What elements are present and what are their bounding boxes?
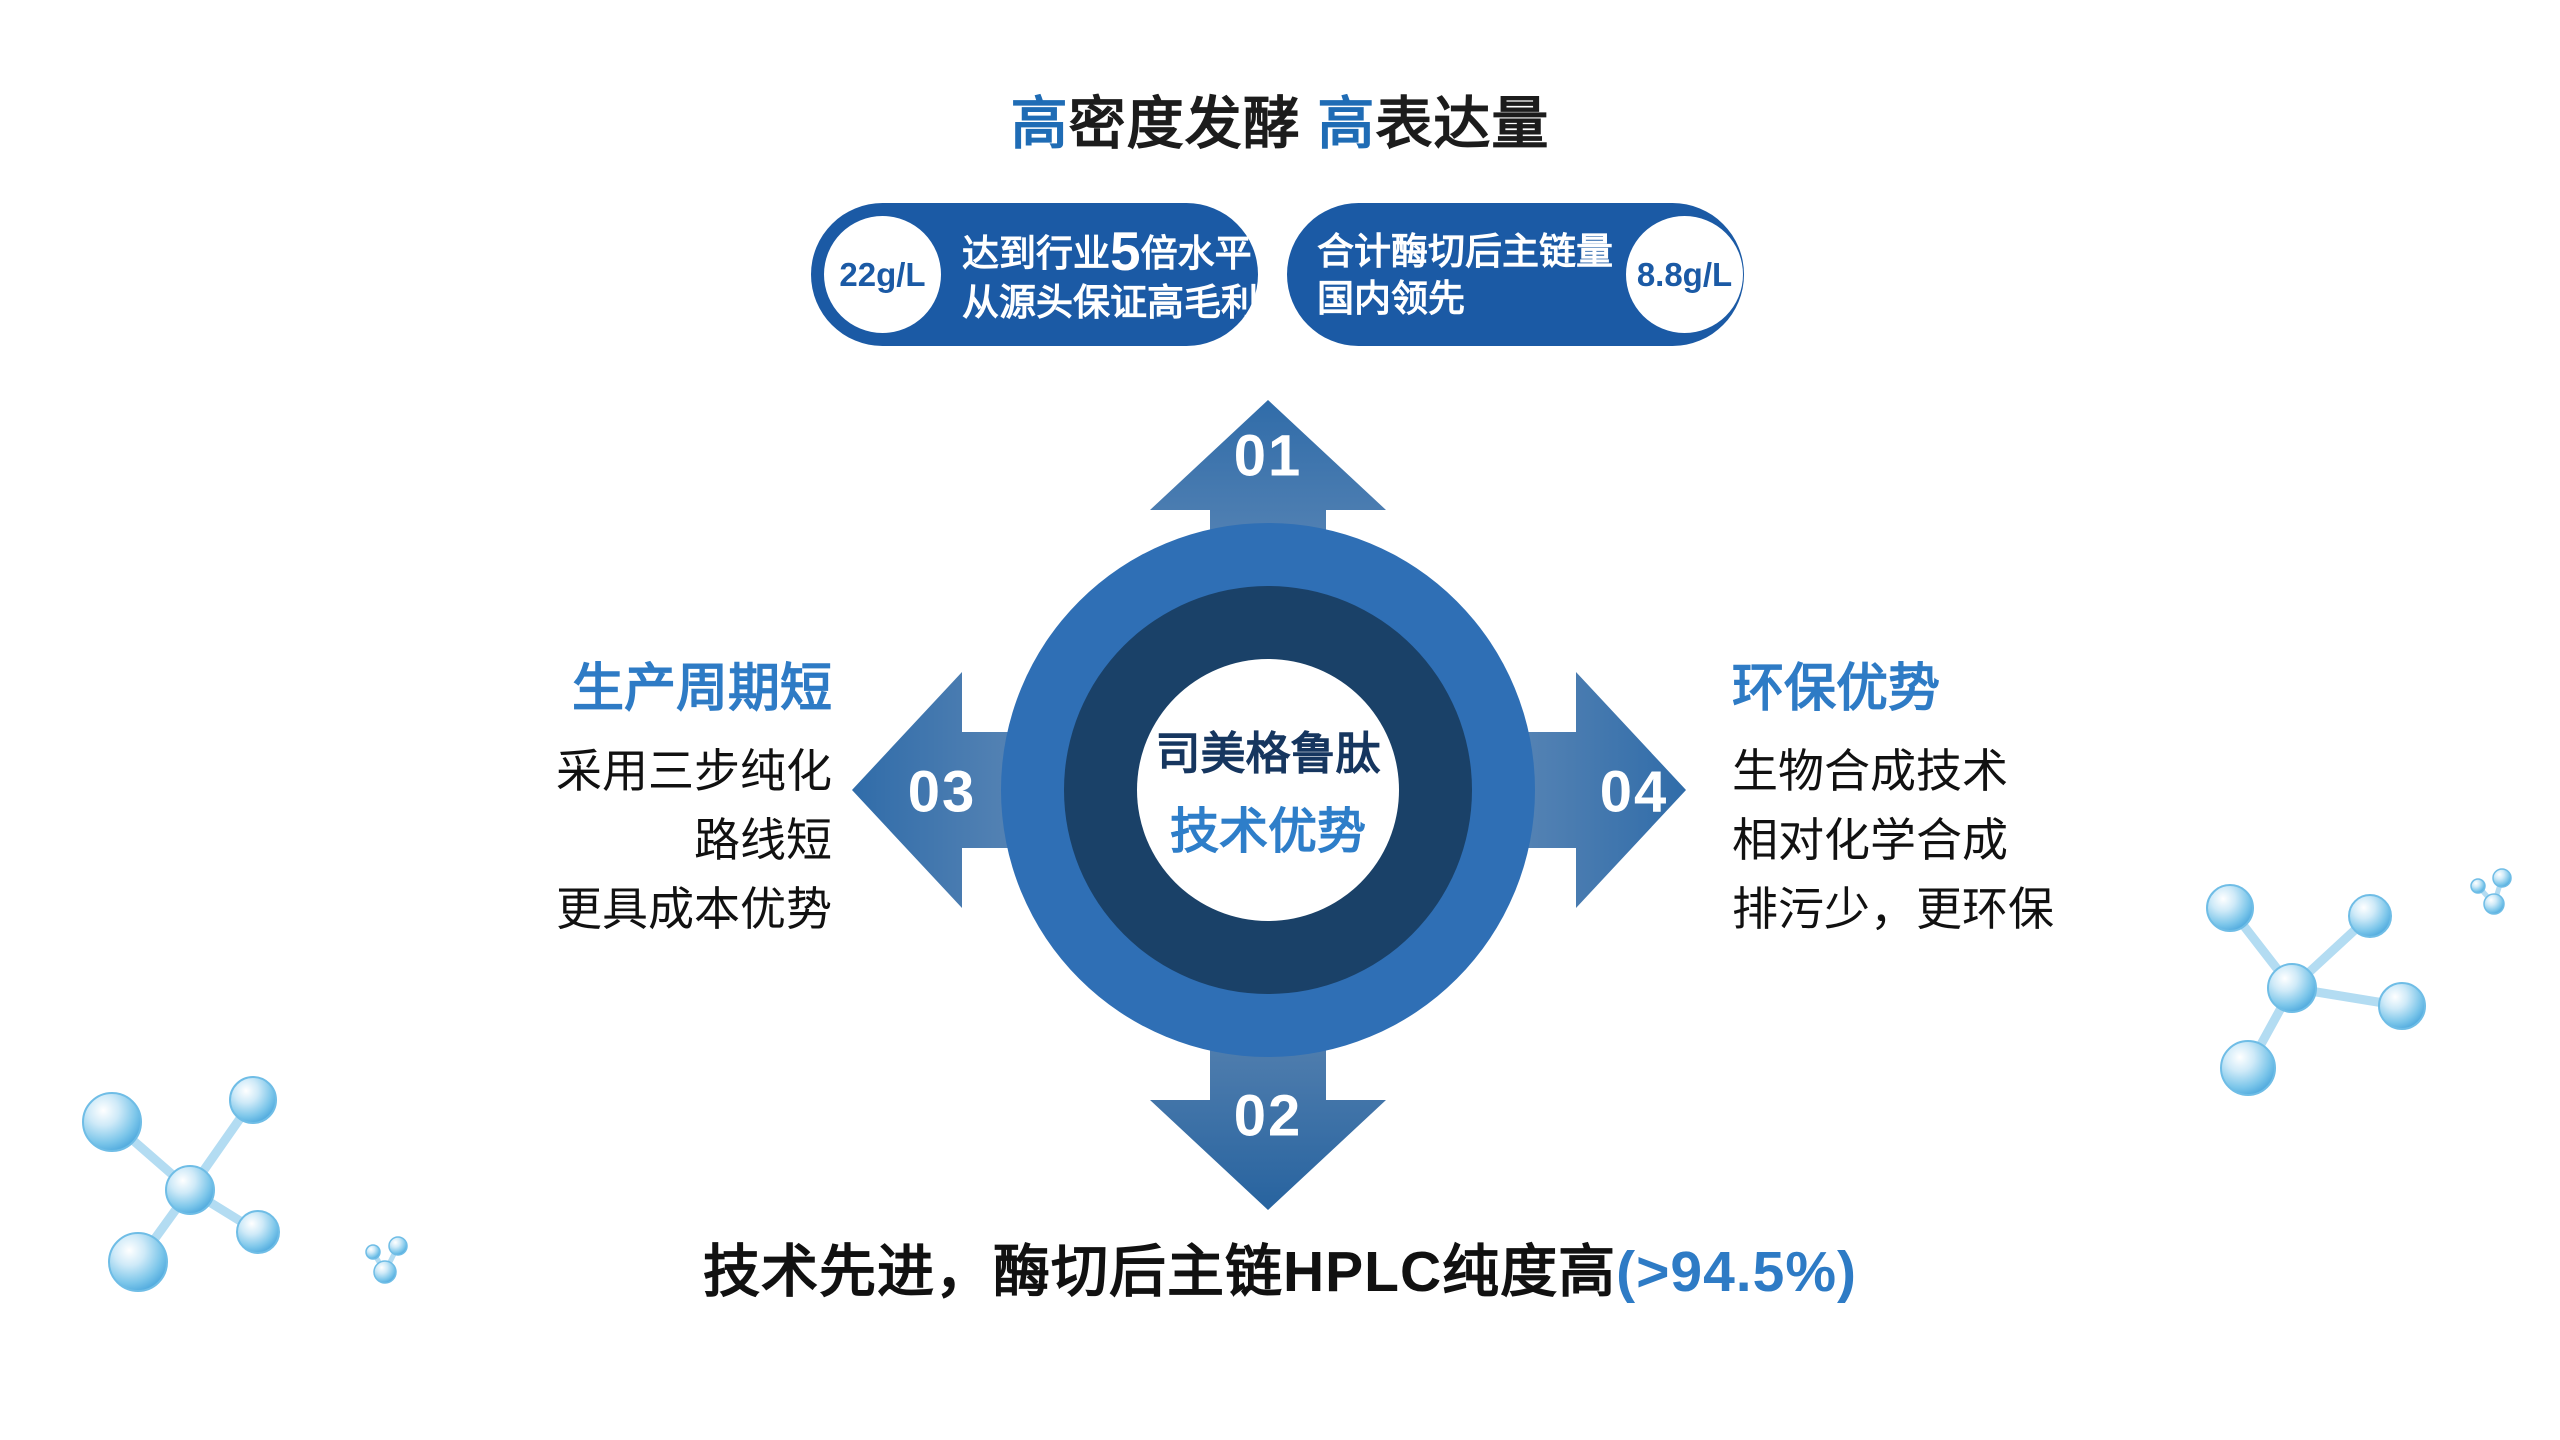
badge-line: 国内领先 bbox=[1317, 277, 1465, 319]
badge-value: 22g/L bbox=[839, 255, 926, 293]
benefit-line: 相对化学合成 bbox=[1732, 814, 2008, 866]
page-title: 高密度发酵 高表达量 bbox=[0, 78, 2560, 160]
center-label: 司美格鲁肽 技术优势 bbox=[1155, 717, 1380, 863]
badge-text: 达到行业5倍水平 从源头保证高毛利 bbox=[962, 223, 1258, 326]
title-segment: 表达量 bbox=[1375, 92, 1550, 156]
benefit-line: 排污少，更环保 bbox=[1732, 883, 2054, 935]
badge-fermentation-yield: 22g/L 达到行业5倍水平 从源头保证高毛利 bbox=[811, 203, 1258, 346]
center-diagram bbox=[852, 400, 1686, 1210]
arrow-number-02: 02 bbox=[1233, 1083, 1303, 1149]
benefit-block-production-cycle: 生产周期短 采用三步纯化 路线短 更具成本优势 bbox=[556, 646, 832, 944]
title-segment-highlight: 高 bbox=[1317, 92, 1376, 156]
benefit-line: 采用三步纯化 bbox=[556, 745, 832, 797]
benefit-heading: 环保优势 bbox=[1732, 660, 1941, 718]
badge-text: 合计酶切后主链量 国内领先 bbox=[1317, 228, 1613, 322]
center-disc bbox=[1137, 659, 1399, 921]
footer-text: 技术先进，酶切后主链HPLC纯度高 bbox=[702, 1240, 1617, 1304]
badge-value-circle: 22g/L bbox=[824, 216, 941, 333]
benefit-line: 生物合成技术 bbox=[1732, 745, 2008, 797]
footer-caption: 技术先进，酶切后主链HPLC纯度高(>94.5%) bbox=[0, 1226, 2560, 1308]
molecule-graphic-right bbox=[2225, 903, 2407, 1073]
footer-highlight: (>94.5%) bbox=[1616, 1240, 1858, 1304]
badge-main-chain-yield: 合计酶切后主链量 国内领先 8.8g/L bbox=[1287, 203, 1744, 346]
badge-line: 合计酶切后主链量 bbox=[1317, 230, 1613, 272]
arrow-number-01: 01 bbox=[1233, 423, 1303, 489]
arrow-number-04: 04 bbox=[1599, 759, 1669, 825]
badge-line: 从源头保证高毛利 bbox=[962, 281, 1258, 323]
center-product-name: 司美格鲁肽 bbox=[1155, 728, 1381, 779]
badge-value: 8.8g/L bbox=[1636, 255, 1733, 293]
badge-line-text: 倍水平 bbox=[1140, 232, 1252, 274]
arrow-number-03: 03 bbox=[907, 759, 977, 825]
title-segment-highlight: 高 bbox=[1010, 92, 1069, 156]
molecule-graphic-small-right bbox=[2475, 875, 2505, 907]
badge-line-text: 达到行业 bbox=[962, 232, 1110, 274]
badge-line: 达到行业5倍水平 bbox=[962, 223, 1258, 279]
badge-big-digit: 5 bbox=[1110, 219, 1141, 282]
title-segment: 密度发酵 bbox=[1068, 92, 1318, 156]
benefit-block-environment: 环保优势 生物合成技术 相对化学合成 排污少，更环保 bbox=[1732, 646, 2054, 944]
center-subtitle: 技术优势 bbox=[1169, 805, 1367, 859]
benefit-line: 更具成本优势 bbox=[556, 883, 832, 935]
benefit-line: 路线短 bbox=[694, 814, 832, 866]
badge-value-circle: 8.8g/L bbox=[1626, 216, 1743, 333]
benefit-heading: 生产周期短 bbox=[571, 660, 832, 718]
